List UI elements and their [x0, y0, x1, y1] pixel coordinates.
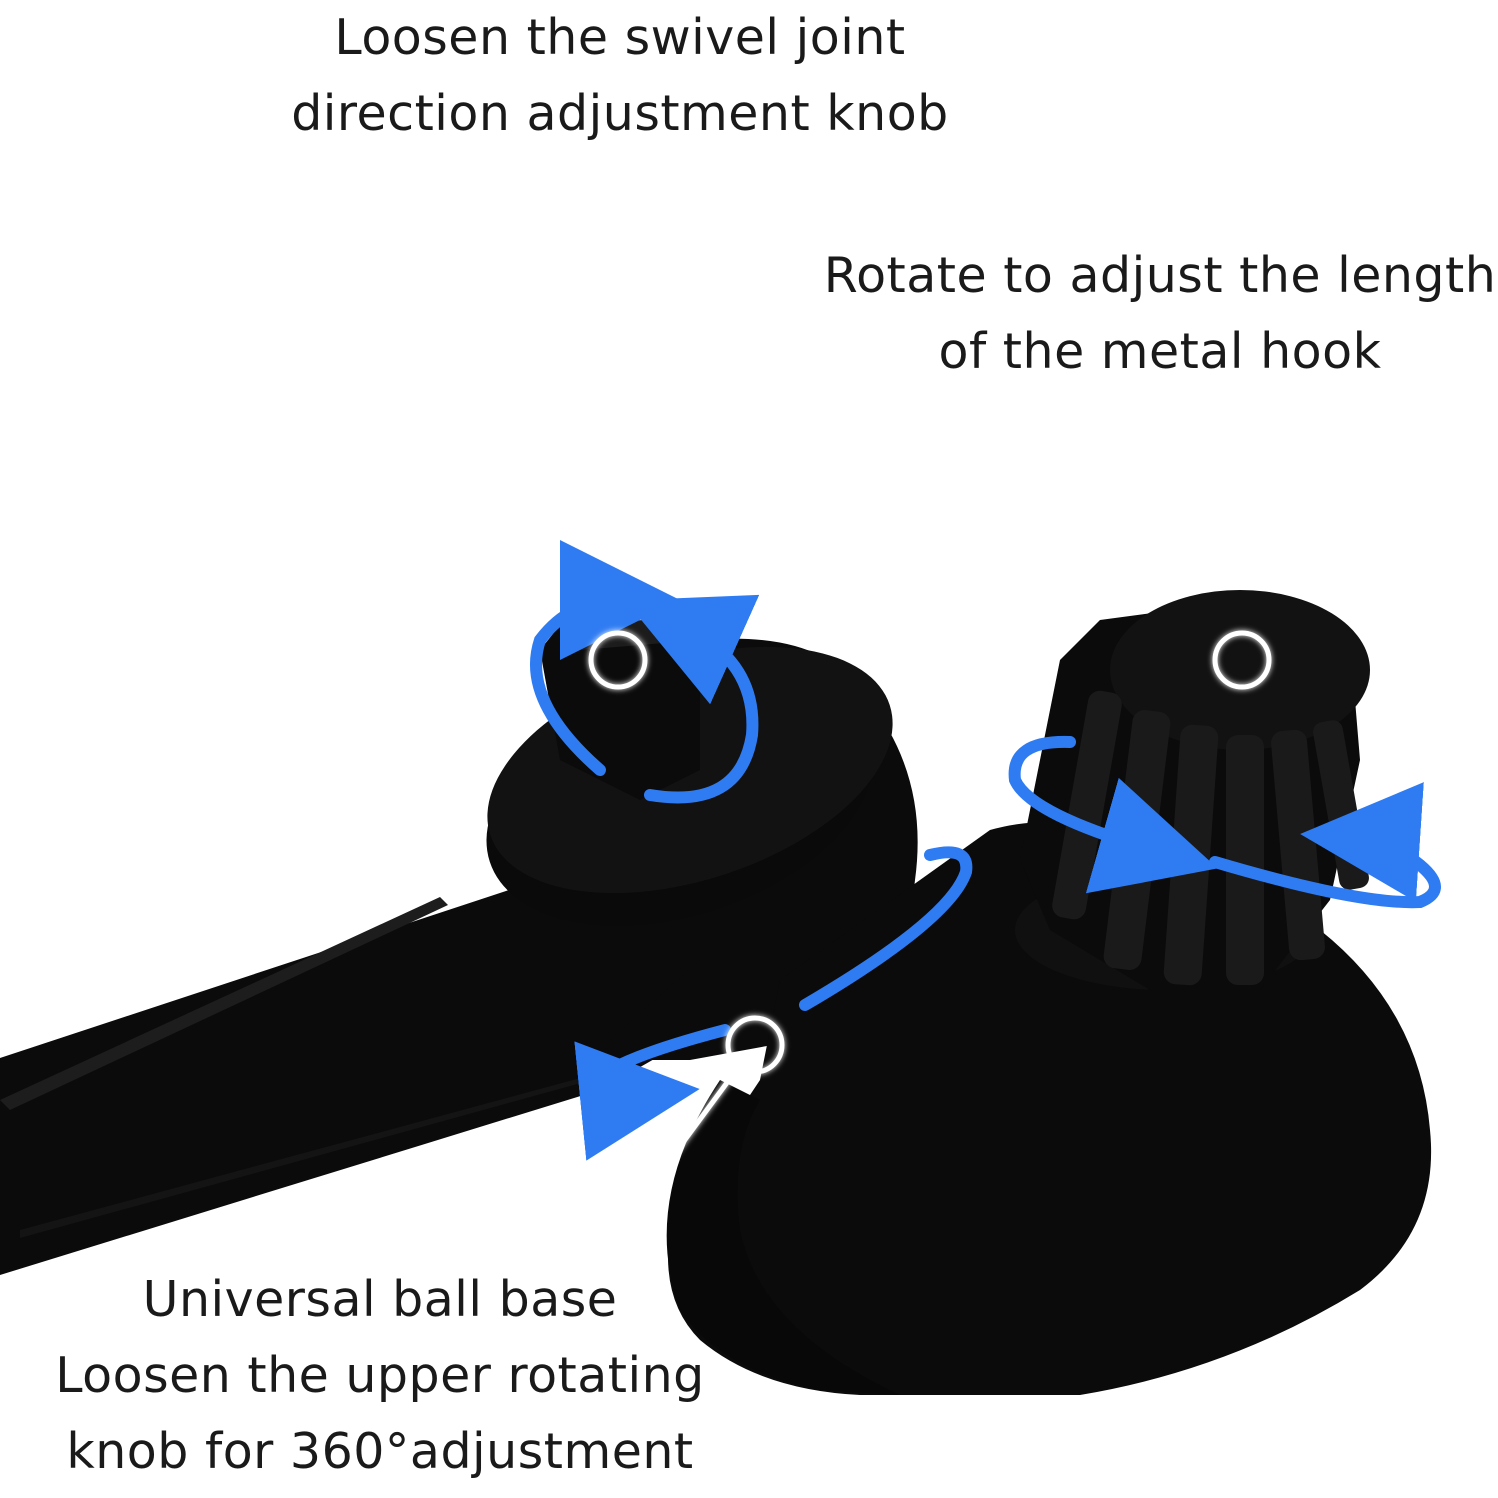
hook-length-knob [1015, 590, 1370, 990]
swivel-knob-caption: Loosen the swivel joint direction adjust… [250, 0, 990, 152]
callout-base [597, 1015, 785, 1257]
callout-marker-icon [588, 630, 648, 690]
caption-line: of the metal hook [938, 323, 1382, 380]
caption-line: direction adjustment knob [291, 85, 949, 142]
rotation-arrow-icon [1008, 735, 1441, 909]
callout-marker-icon [725, 1015, 785, 1075]
rotation-arrow-icon [530, 540, 760, 804]
hook-knob-caption: Rotate to adjust the length of the metal… [810, 238, 1498, 390]
caption-line: Rotate to adjust the length [823, 247, 1497, 304]
ball-base-caption: Universal ball base Loosen the upper rot… [30, 1262, 730, 1490]
stand-arm [0, 860, 740, 1275]
callout-hook [1212, 398, 1272, 690]
rotation-arrow-icon [574, 846, 973, 1161]
caption-line: knob for 360°adjustment [66, 1423, 694, 1480]
callout-marker-icon [1212, 630, 1272, 690]
callout-swivel [588, 188, 648, 690]
caption-line: Loosen the upper rotating [55, 1347, 705, 1404]
caption-line: Loosen the swivel joint [334, 9, 906, 66]
caption-line: Universal ball base [142, 1271, 618, 1328]
